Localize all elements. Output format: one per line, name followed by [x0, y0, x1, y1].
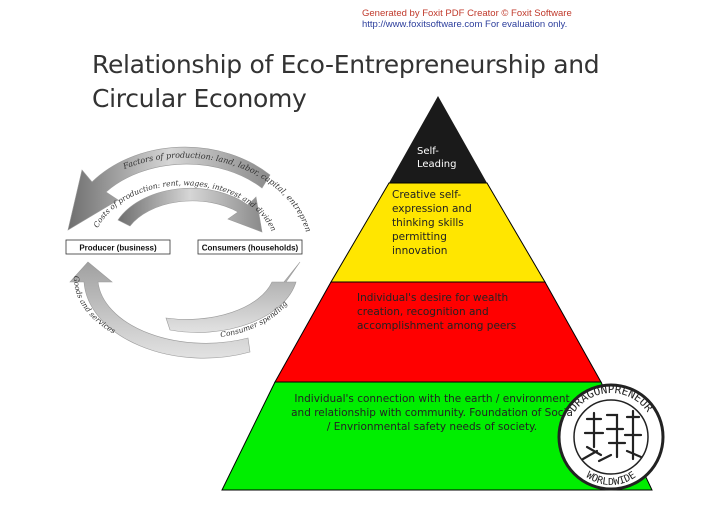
- producer-box: [65, 239, 171, 255]
- pyramid-level-4-line-2: and relationship with community. Foundat…: [291, 407, 573, 419]
- pyramid-level-4-line-3: / Envrionmental safety needs of society.: [326, 421, 538, 433]
- bottom-left-arrow: [69, 261, 251, 359]
- pyramid-level-2-line-5: innovation: [392, 245, 448, 257]
- dragonpreneur-seal: DRAGONPRENEUR WORLDWIDE: [557, 383, 665, 491]
- pyramid: [221, 96, 653, 491]
- producer-label: Producer (business): [79, 244, 157, 253]
- pyramid-level-2-line-3: thinking skills: [392, 217, 464, 229]
- page-title: Relationship of Eco-Entrepreneurship and…: [92, 48, 652, 116]
- consumer-label: Consumers (households): [202, 244, 299, 253]
- pyramid-level-2-line-2: expression and: [392, 203, 472, 215]
- pyramid-level-4-text: Individual's connection with the earth /…: [282, 392, 582, 434]
- pyramid-level-4: [221, 381, 653, 491]
- pyramid-level-1-line-2: Leading: [417, 159, 457, 170]
- watermark-line-2: http://www.foxitsoftware.com For evaluat…: [362, 19, 568, 30]
- consumer-box: [197, 239, 303, 255]
- top-inner-arrow: [117, 187, 263, 233]
- circular-flow-diagram: Producer (business) Consumers (household…: [0, 0, 313, 359]
- top-outer-arrow: [67, 146, 271, 231]
- pdf-watermark: Generated by Foxit PDF Creator © Foxit S…: [362, 8, 572, 30]
- pyramid-level-3-text: Individual's desire for wealth creation,…: [357, 291, 516, 333]
- pyramid-level-2-line-4: permitting: [392, 231, 447, 243]
- watermark-line-1: Generated by Foxit PDF Creator © Foxit S…: [362, 8, 572, 19]
- pyramid-level-3-line-2: creation, recognition and: [357, 306, 489, 318]
- title-line-2: Circular Economy: [92, 84, 307, 113]
- bottom-right-arrow: [165, 261, 301, 333]
- pyramid-level-4-line-1: Individual's connection with the earth /…: [294, 393, 570, 405]
- pyramid-level-1: [389, 96, 487, 183]
- pyramid-level-2-line-1: Creative self-: [392, 189, 462, 201]
- pyramid-level-1-text: Self- Leading: [417, 145, 457, 171]
- title-line-1: Relationship of Eco-Entrepreneurship and: [92, 50, 600, 79]
- pyramid-level-1-line-1: Self-: [417, 146, 439, 157]
- pyramid-level-3-line-1: Individual's desire for wealth: [357, 292, 509, 304]
- top-inner-arc-textpath: Costs of production: rent, wages, intere…: [0, 0, 278, 233]
- pyramid-level-2-text: Creative self- expression and thinking s…: [392, 188, 472, 258]
- seal-glyph-icon: [581, 409, 643, 463]
- pyramid-level-3-line-3: accomplishment among peers: [357, 320, 517, 332]
- seal-bottom-textpath: WORLDWIDE: [584, 470, 638, 488]
- top-inner-arc-text: Costs of production: rent, wages, intere…: [0, 0, 278, 233]
- seal-bottom-text: WORLDWIDE: [584, 470, 638, 488]
